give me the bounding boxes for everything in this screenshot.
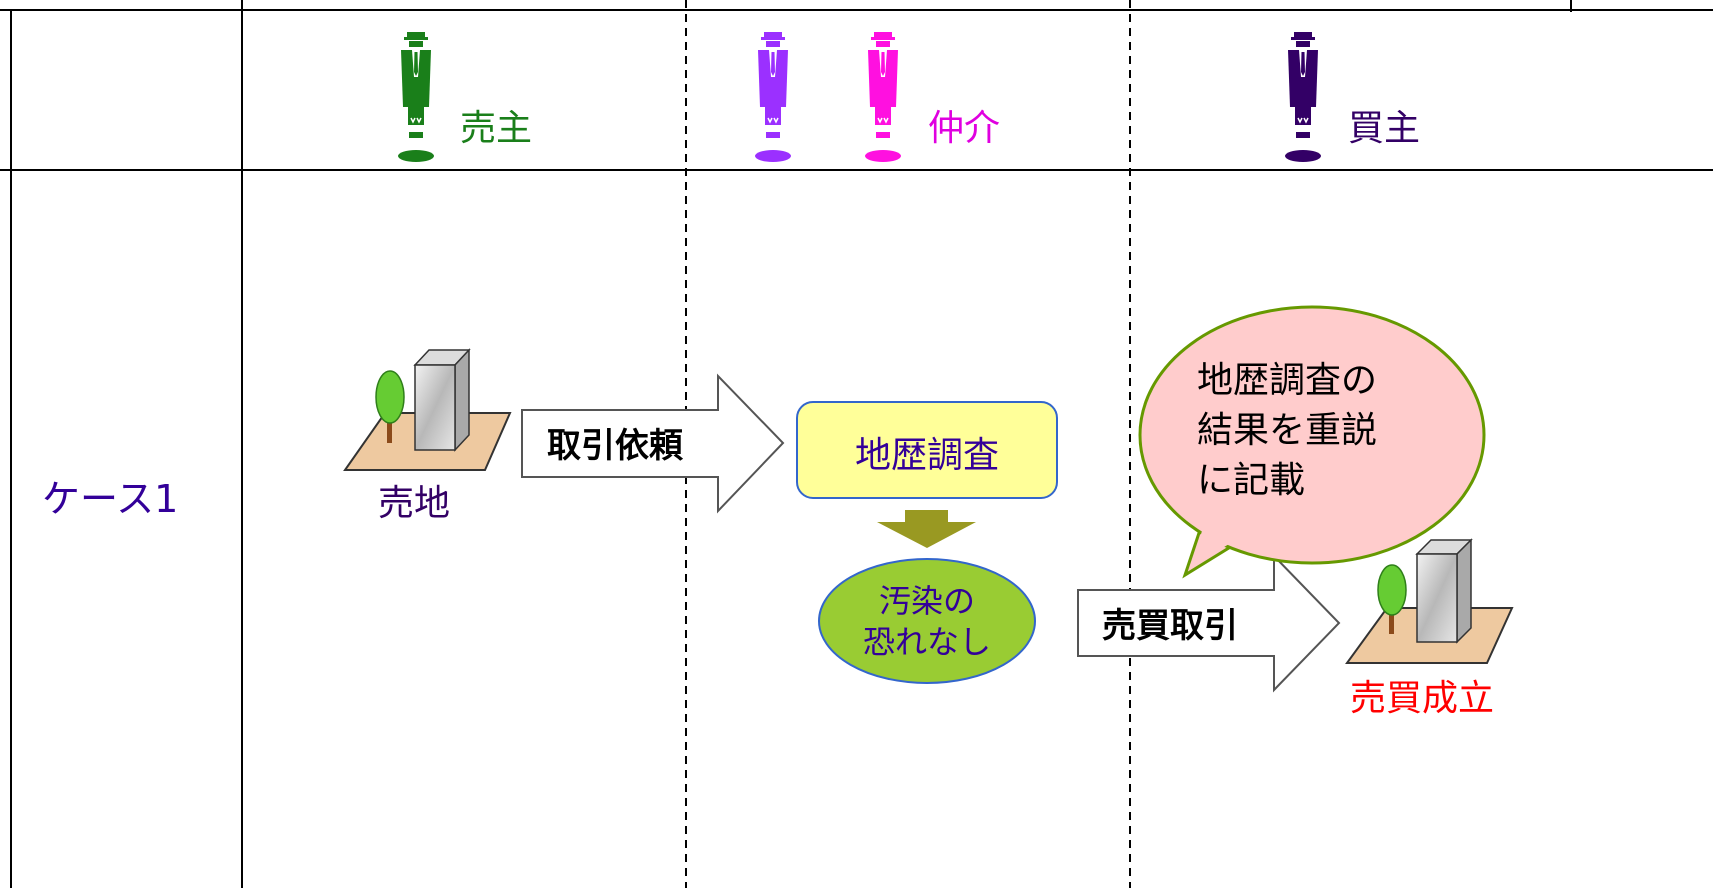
seller-label: 売主 <box>460 108 532 149</box>
broker-person-icon-2 <box>865 32 901 162</box>
trade-arrow: 売買取引 <box>1077 553 1341 693</box>
survey-box-label: 地歴調査 <box>855 435 999 476</box>
survey-box: 地歴調査 <box>796 401 1058 499</box>
request-arrow: 取引依頼 <box>521 373 785 514</box>
buyer-person-icon <box>1285 32 1321 162</box>
callout-line-3: に記載 <box>1197 460 1305 501</box>
callout-line-1: 地歴調査の <box>1197 360 1377 401</box>
callout-line-2: 結果を重説 <box>1197 410 1377 451</box>
request-arrow-label: 取引依頼 <box>547 426 684 466</box>
completion-label: 売買成立 <box>1350 678 1494 719</box>
trade-arrow-label: 売買取引 <box>1102 606 1238 646</box>
seller-person-icon <box>398 32 434 162</box>
callout-speech-bubble: 地歴調査の 結果を重説 に記載 <box>1138 305 1486 579</box>
buyer-label: 買主 <box>1348 108 1420 149</box>
broker-label: 仲介 <box>928 108 1000 149</box>
result-ellipse: 汚染の 恐れなし <box>818 558 1036 684</box>
property-label: 売地 <box>378 483 450 524</box>
down-arrow <box>877 510 976 548</box>
result-line-1: 汚染の <box>879 582 975 620</box>
completed-building-icon <box>1345 538 1514 664</box>
case-label: ケース1 <box>42 477 178 521</box>
broker-person-icon-1 <box>755 32 791 162</box>
result-line-2: 恐れなし <box>863 623 991 661</box>
property-building-icon <box>343 348 512 471</box>
